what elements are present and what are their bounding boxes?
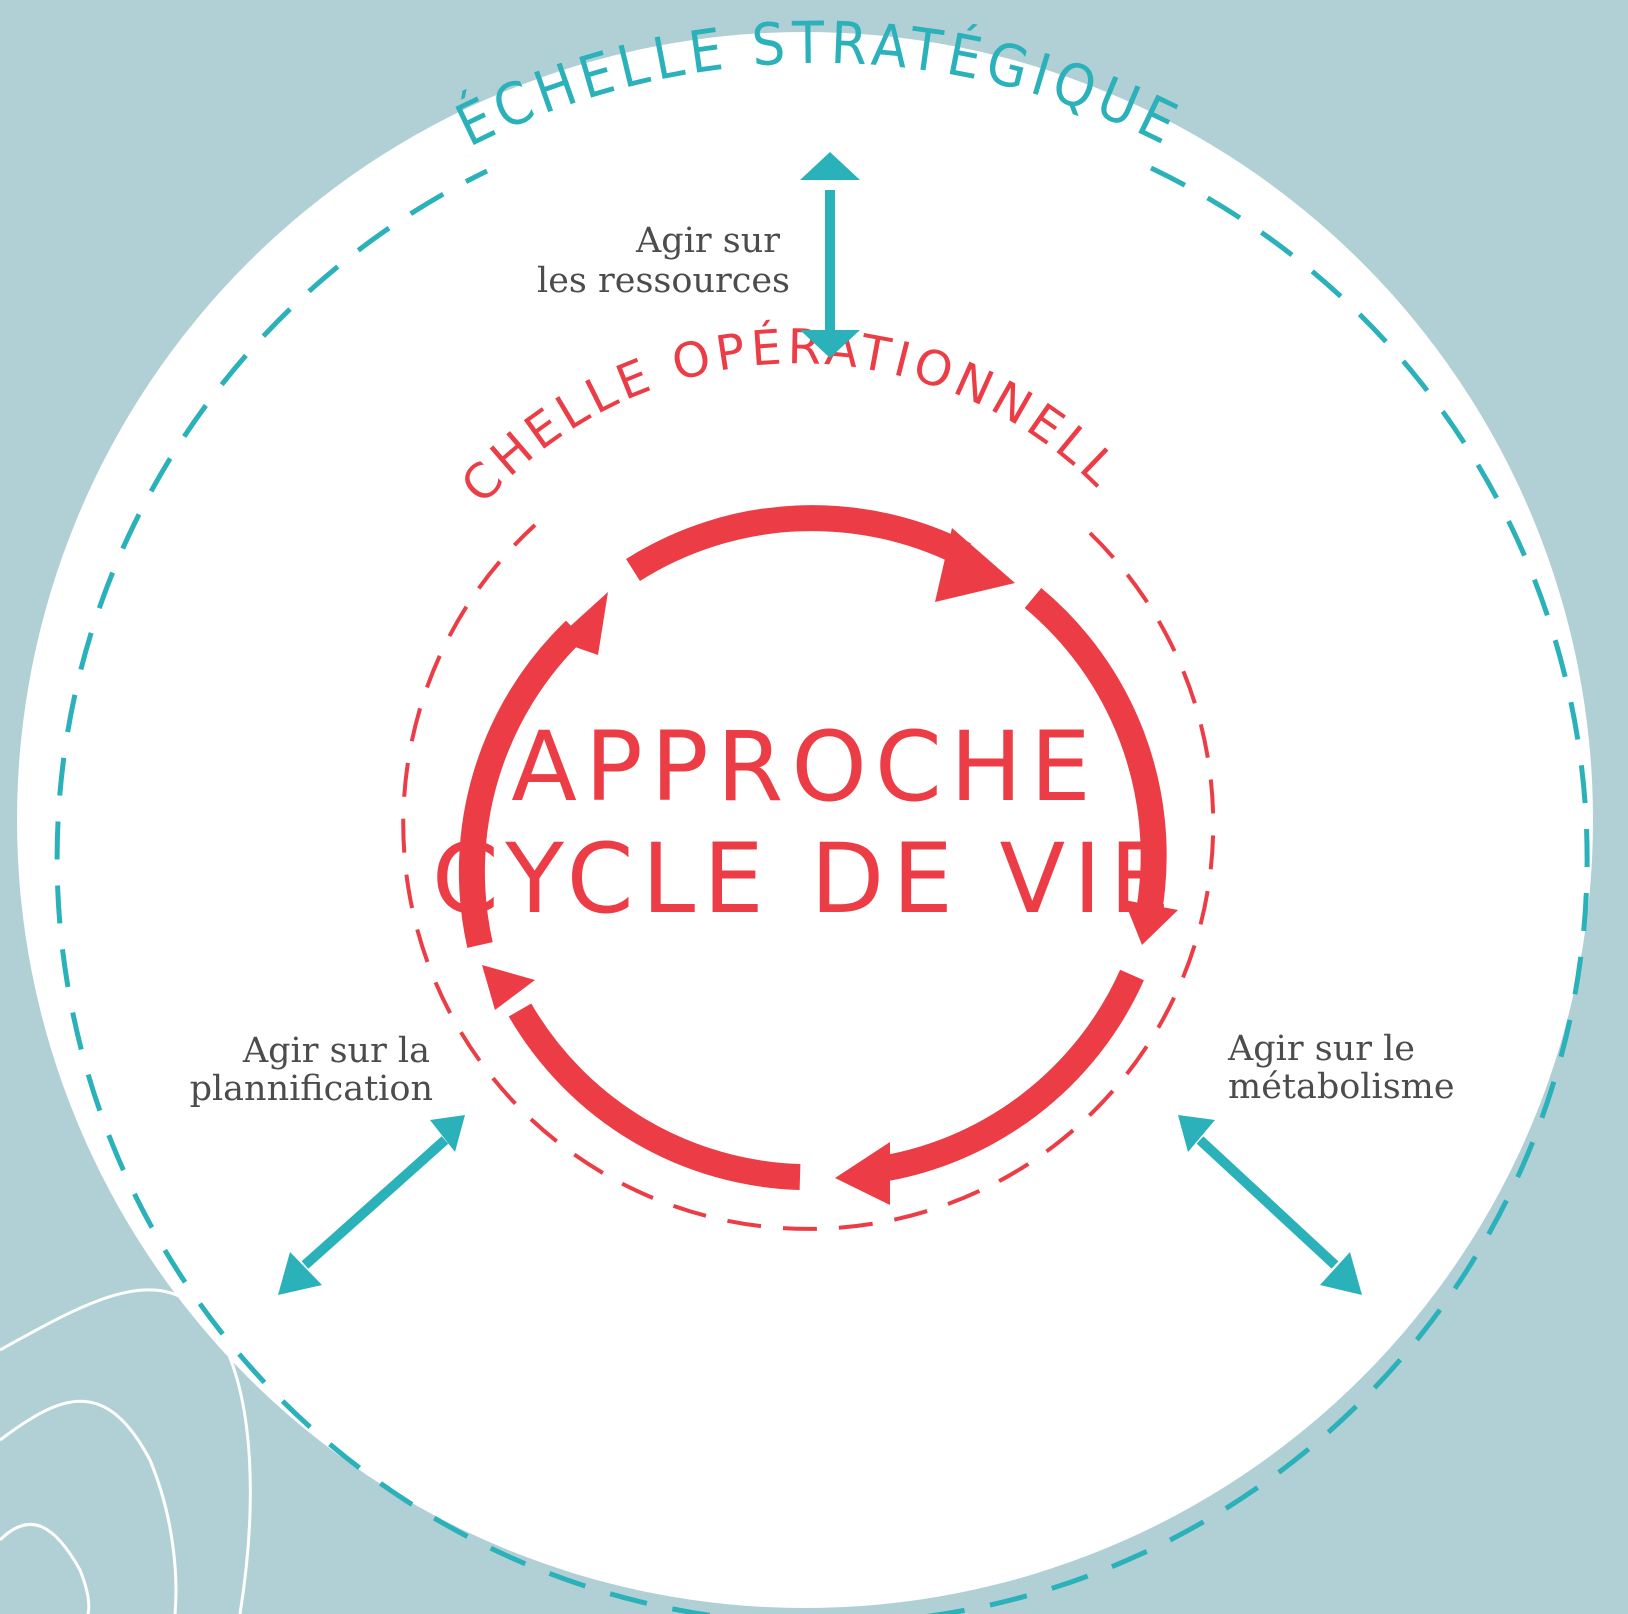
cycle-arrow-top <box>626 505 971 581</box>
center-title-line2: CYCLE DE VIE <box>432 823 1178 935</box>
cycle-arrowhead-bottom <box>835 1142 890 1205</box>
action-planning-line1: Agir sur la <box>242 1031 430 1071</box>
arrowhead-down-right <box>1320 1252 1362 1295</box>
cycle-arrowhead-left <box>482 965 535 1010</box>
life-cycle-arrows <box>458 505 1178 1205</box>
cycle-arrow-bottom-left <box>508 1003 801 1190</box>
resources-double-arrow <box>800 152 860 358</box>
planning-double-arrow <box>278 1115 465 1295</box>
cycle-arrowhead-right <box>1124 900 1178 945</box>
center-title-line1: APPROCHE <box>511 711 1099 823</box>
cycle-arrowhead-top <box>935 528 1015 602</box>
cycle-arrow-bottom <box>873 969 1144 1183</box>
arrowhead-up-right <box>430 1115 465 1152</box>
action-planning-line2: plannification <box>190 1069 433 1109</box>
arrowhead-up-left <box>1178 1115 1215 1152</box>
arrowhead-down-left <box>278 1252 322 1295</box>
action-metabolism-line1: Agir sur le <box>1227 1029 1415 1069</box>
inner-dashed-ring <box>401 523 1216 1231</box>
cycle-arrow-left <box>458 620 585 948</box>
action-resources-line2: les ressources <box>537 261 790 301</box>
arrowhead-up <box>800 152 860 180</box>
action-metabolism-line2: métabolisme <box>1228 1067 1455 1107</box>
metabolism-double-arrow <box>1178 1115 1362 1295</box>
cycle-arrow-right <box>1024 588 1167 907</box>
outer-dashed-ring <box>54 165 1590 1614</box>
arrowhead-down <box>800 330 860 358</box>
background-circle <box>17 32 1593 1608</box>
cycle-arrowhead-upper-left <box>555 592 608 655</box>
action-resources-line1: Agir sur <box>635 221 780 261</box>
